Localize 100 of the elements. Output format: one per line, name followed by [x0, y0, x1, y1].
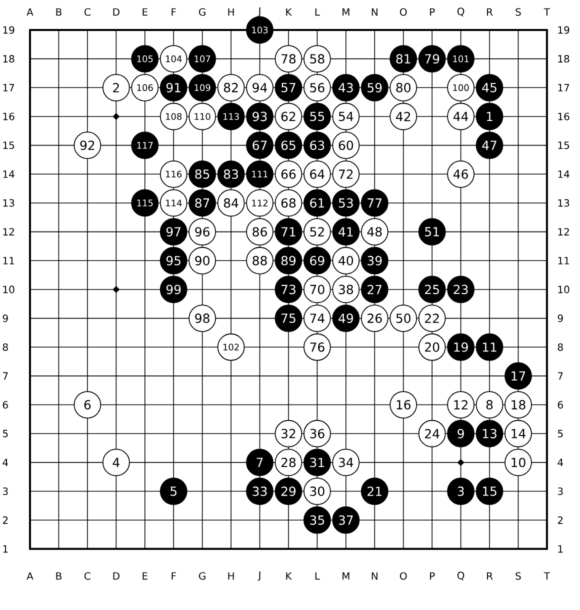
go-stone: 70: [304, 276, 331, 304]
go-stone: 84: [217, 189, 245, 217]
coordinate-label: A: [26, 572, 34, 580]
coordinate-label: M: [342, 8, 350, 16]
coordinate-label: Q: [457, 572, 464, 580]
go-stone: 46: [447, 160, 474, 188]
go-stone: 40: [332, 246, 360, 274]
coordinate-label: 3: [558, 487, 563, 496]
go-stone: 42: [390, 102, 418, 130]
go-stone: 7: [246, 448, 274, 476]
go-stone: 16: [390, 391, 418, 418]
go-stone: 86: [246, 218, 274, 246]
go-stone: 20: [418, 333, 446, 361]
go-stone: 27: [360, 276, 388, 304]
go-stone: 19: [447, 333, 474, 361]
go-stone: 21: [360, 478, 388, 505]
coordinate-label: A: [26, 8, 34, 16]
coordinate-label: 13: [3, 199, 14, 207]
go-stone: 93: [246, 102, 274, 130]
coordinate-label: F: [172, 8, 176, 16]
coordinate-label: 12: [558, 228, 569, 236]
go-stone: 106: [131, 74, 159, 102]
go-stone: 12: [447, 391, 474, 418]
coordinate-label: 16: [558, 112, 570, 120]
go-stone: 33: [246, 478, 274, 505]
go-stone: 102: [217, 333, 245, 361]
coordinate-label: 3: [2, 487, 8, 496]
go-stone: 60: [332, 132, 360, 160]
coordinate-label: 8: [2, 343, 8, 351]
coordinate-label: 2: [558, 516, 563, 524]
coordinate-label: 4: [558, 458, 563, 466]
coordinate-label: B: [56, 8, 62, 16]
coordinate-label: O: [400, 8, 407, 16]
go-stone: 85: [188, 160, 216, 188]
go-stone: 95: [160, 246, 188, 274]
go-stone: 73: [274, 276, 302, 304]
coordinate-label: 19: [3, 26, 14, 34]
go-stone: 65: [274, 132, 302, 160]
go-stone: 80: [390, 74, 418, 102]
go-stone: 5: [160, 478, 188, 505]
go-stone: 15: [476, 478, 504, 505]
coordinate-label: K: [286, 8, 292, 16]
coordinate-label: 18: [558, 55, 570, 63]
coordinate-label: 2: [2, 516, 8, 524]
coordinate-label: 17: [3, 84, 14, 92]
go-stone: 107: [188, 45, 216, 73]
coordinate-label: L: [315, 8, 320, 16]
coordinate-label: D: [113, 572, 120, 580]
go-stone: 92: [74, 132, 102, 160]
coordinate-label: 13: [558, 199, 570, 207]
go-stone: 48: [360, 218, 388, 246]
coordinate-label: 6: [2, 401, 8, 409]
go-stone: 44: [447, 102, 474, 130]
go-stone: 81: [390, 45, 418, 73]
go-stone: 78: [274, 45, 302, 73]
go-stone: 25: [418, 276, 446, 304]
go-stone: 112: [246, 189, 274, 217]
go-stone: 54: [332, 102, 360, 130]
go-stone: 117: [131, 132, 159, 160]
go-stone: 10: [504, 448, 532, 476]
coordinate-label: 15: [3, 142, 14, 150]
coordinate-label: 18: [3, 55, 14, 63]
go-stone: 45: [476, 74, 504, 102]
coordinate-label: Q: [457, 8, 464, 16]
go-stone: 109: [188, 74, 216, 102]
coordinate-label: 12: [3, 228, 14, 236]
coordinate-label: T: [544, 8, 550, 16]
coordinate-label: N: [372, 572, 378, 580]
coordinate-label: 5: [558, 430, 563, 438]
go-stone: 14: [504, 420, 532, 448]
coordinate-label: R: [487, 8, 493, 16]
go-stone: 23: [447, 276, 474, 304]
go-stone: 101: [447, 45, 474, 73]
coordinate-label: 4: [2, 458, 8, 466]
go-stone: 75: [274, 304, 302, 332]
go-stone: 37: [332, 506, 360, 534]
go-stone: 108: [160, 102, 188, 130]
go-stone: 96: [188, 218, 216, 246]
go-stone: 69: [304, 246, 331, 274]
coordinate-label: 11: [3, 257, 14, 264]
go-stone: 59: [360, 74, 388, 102]
go-stone: 91: [160, 74, 188, 102]
go-stone: 76: [304, 333, 331, 361]
coordinate-label: R: [487, 572, 493, 580]
coordinate-label: 10: [3, 286, 14, 294]
go-stone: 79: [418, 45, 446, 73]
coordinate-label: K: [286, 572, 292, 580]
go-stone: 68: [274, 189, 302, 217]
go-stone: 18: [504, 391, 532, 418]
go-stone: 71: [274, 218, 302, 246]
go-stone: 2: [102, 74, 130, 102]
go-stone: 51: [418, 218, 446, 246]
go-stone: 56: [304, 74, 331, 102]
go-stone: 22: [418, 304, 446, 332]
go-stone: 47: [476, 132, 504, 160]
go-stone: 67: [246, 132, 274, 160]
go-stone: 34: [332, 448, 360, 476]
coordinate-label: C: [84, 8, 90, 16]
go-stone: 1: [476, 102, 504, 130]
coordinate-label: 5: [2, 430, 8, 438]
